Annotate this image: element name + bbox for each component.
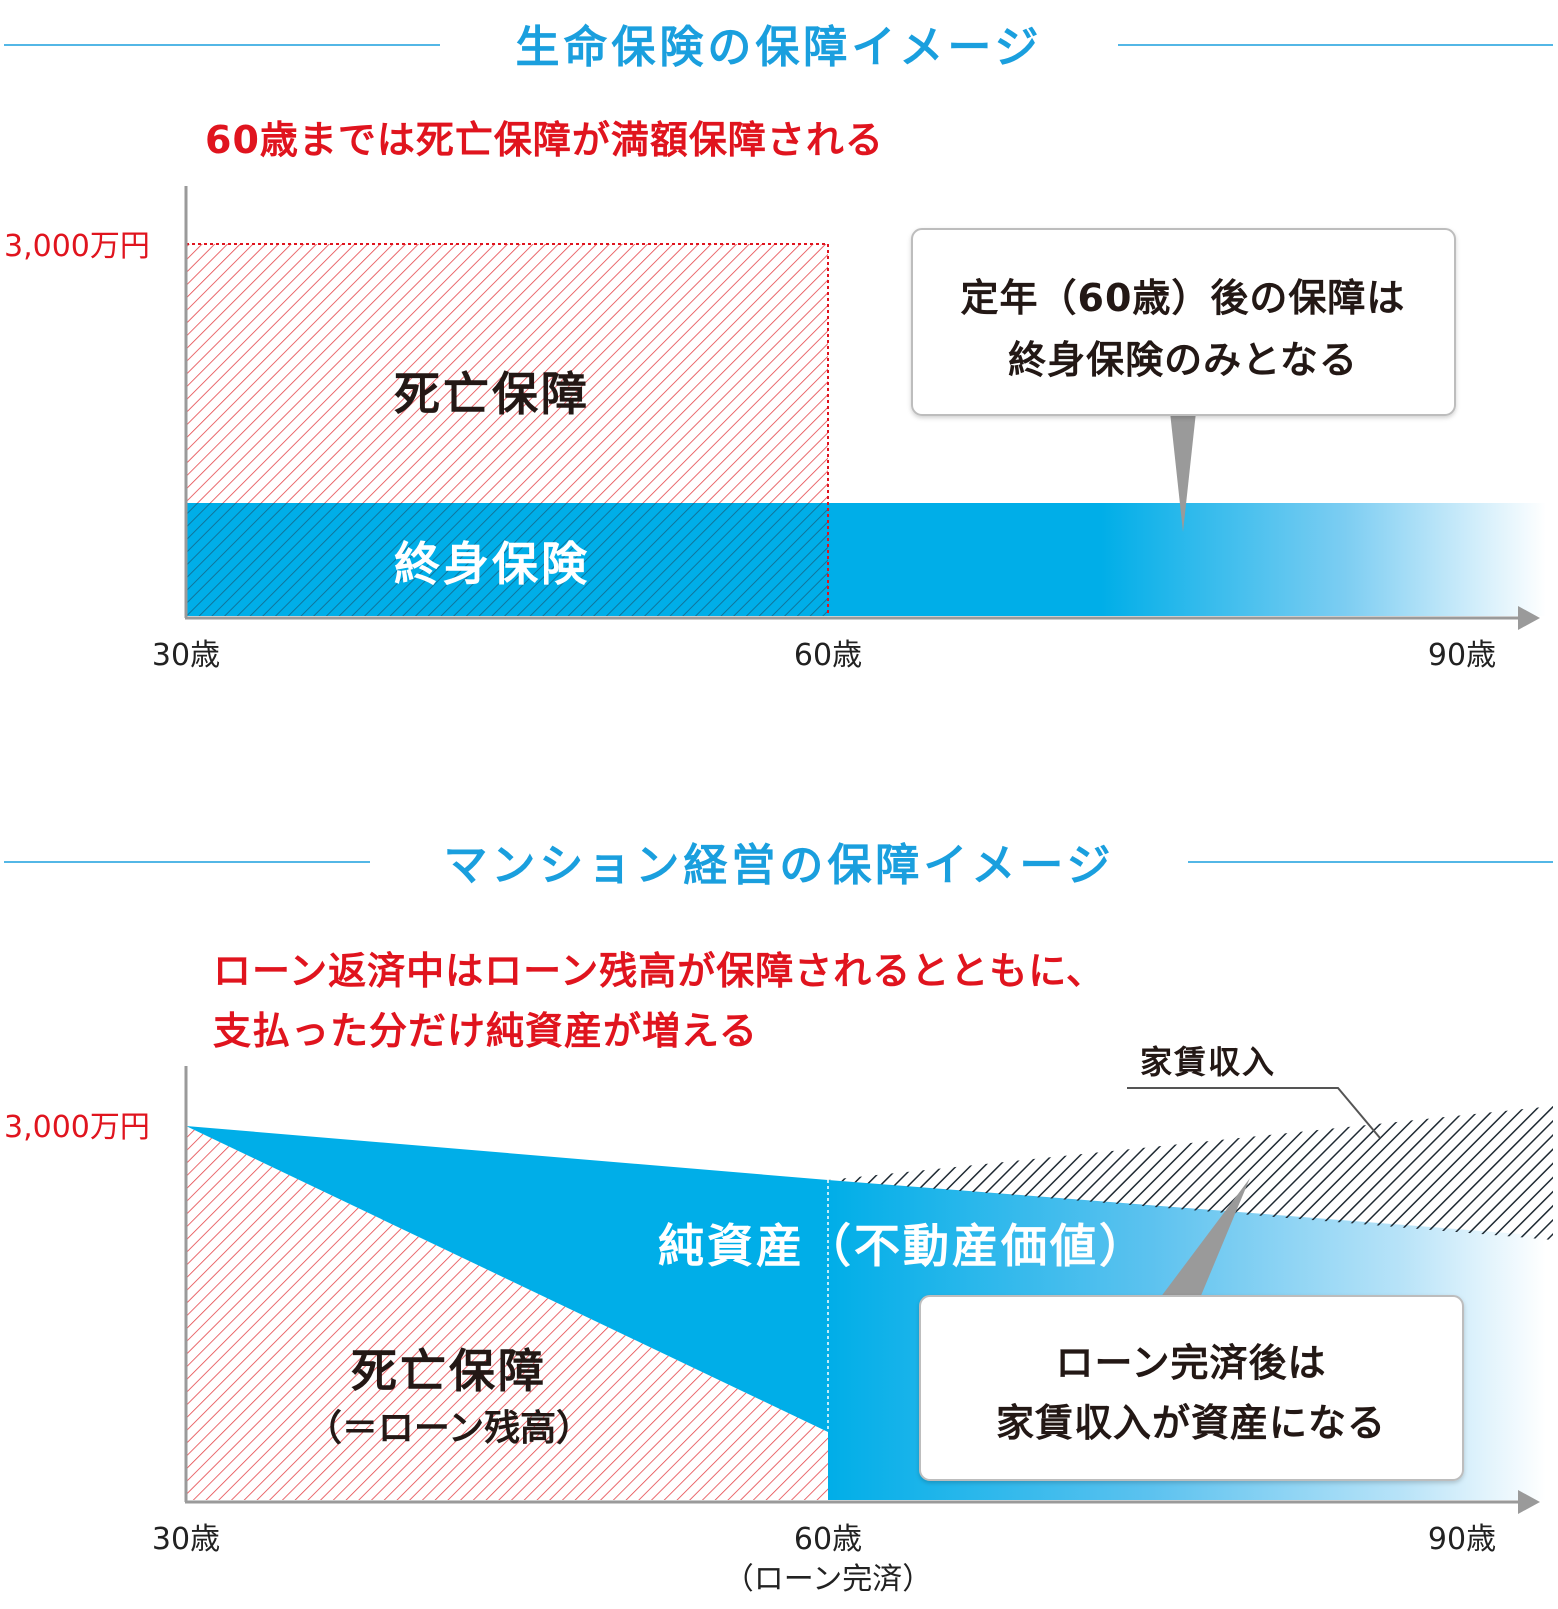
life-death-label: 死亡保障: [394, 367, 590, 421]
mansion-callout-box: [919, 1295, 1464, 1481]
mansion-rent-income-label: 家賃収入: [1140, 1043, 1276, 1081]
life-lead-text: 60歳までは死亡保障が満額保障される: [205, 118, 884, 162]
life-x-label-30: 30歳: [152, 638, 220, 673]
life-callout-pointer: [1170, 412, 1196, 532]
mansion-section-title: マンション経営の保障イメージ: [443, 840, 1114, 891]
life-whole-life-band-after: [828, 503, 1546, 616]
mansion-y-label: 3,000万円: [4, 1110, 150, 1145]
mansion-death-label: 死亡保障: [351, 1344, 547, 1398]
mansion-lead-line-2: 支払った分だけ純資産が増える: [213, 1009, 758, 1053]
mansion-death-sublabel: （＝ローン残高）: [306, 1408, 592, 1449]
life-x-label-90: 90歳: [1428, 638, 1496, 673]
life-whole-life-band-hatch: [186, 503, 828, 616]
life-callout-line-1: 定年（60歳）後の保障は: [961, 276, 1406, 320]
mansion-x-label-30: 30歳: [152, 1522, 220, 1557]
mansion-callout-line-2: 家賃収入が資産になる: [996, 1401, 1386, 1445]
life-section-title: 生命保険の保障イメージ: [515, 22, 1042, 73]
life-whole-life-label: 終身保険: [394, 537, 590, 591]
mansion-callout-line-1: ローン完済後は: [1055, 1341, 1326, 1385]
life-x-label-60: 60歳: [794, 638, 862, 673]
mansion-x-label-90: 90歳: [1428, 1522, 1496, 1557]
mansion-rent-income-area: [828, 1106, 1553, 1240]
life-y-label: 3,000万円: [4, 229, 150, 264]
life-x-axis-arrow: [1518, 606, 1540, 630]
mansion-death-coverage-hatch: [186, 1126, 828, 1500]
life-callout-line-2: 終身保険のみとなる: [1008, 338, 1358, 382]
mansion-lead-line-1: ローン返済中はローン残高が保障されるとともに、: [213, 949, 1105, 993]
mansion-callout-pointer: [1160, 1178, 1250, 1298]
mansion-x-sublabel: （ローン完済）: [724, 1562, 933, 1597]
mansion-net-asset-label: 純資産（不動産価値）: [658, 1219, 1148, 1273]
life-callout-box: [911, 228, 1456, 416]
mansion-rent-leader-line: [1127, 1087, 1381, 1139]
mansion-x-label-60: 60歳: [794, 1522, 862, 1557]
mansion-x-axis-arrow: [1518, 1490, 1540, 1514]
